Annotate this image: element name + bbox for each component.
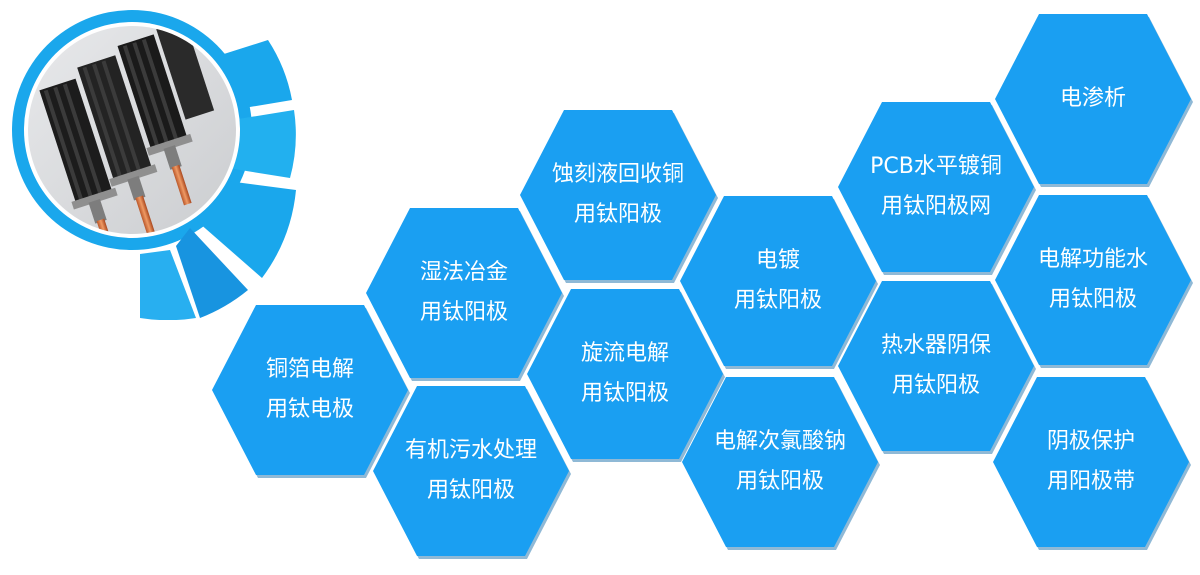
hex-label-line1: 蚀刻液回收铜 <box>551 162 684 187</box>
hex-label-line2: 用钛阳极 <box>426 478 515 503</box>
product-photo-badge <box>0 0 320 321</box>
hex-water-heater-cathodic: 热水器阴保用钛阳极 <box>836 279 1036 454</box>
hex-label-line1: 电渗析 <box>1059 86 1126 111</box>
hex-organic-wastewater: 有机污水处理用钛阳极 <box>371 384 571 559</box>
hex-label-line2: 用阳极带 <box>1046 469 1135 494</box>
hex-label-line2: 用钛阳极 <box>419 300 508 325</box>
hex-swirl-electrolysis: 旋流电解用钛阳极 <box>525 287 725 462</box>
ring-segment-3 <box>198 180 296 278</box>
ring-segment-5 <box>140 250 196 321</box>
hex-label-line1: 旋流电解 <box>580 341 669 366</box>
hex-etching-copper-recovery: 蚀刻液回收铜用钛阳极 <box>518 108 718 283</box>
hex-label-line2: 用钛电极 <box>265 397 354 422</box>
hex-electroplating: 电镀用钛阳极 <box>678 194 878 369</box>
hex-label-line1: 湿法冶金 <box>419 260 508 285</box>
hex-pcb-horizontal-plating: PCB水平镀铜用钛阳极网 <box>836 100 1036 275</box>
hex-sodium-hypochlorite: 电解次氯酸钠用钛阳极 <box>680 375 880 550</box>
hex-label-line1: 热水器阴保 <box>880 333 991 358</box>
hex-label-line2: 用钛阳极 <box>733 288 822 313</box>
hex-label-line1: PCB水平镀铜 <box>870 154 1002 179</box>
hex-label-line2: 用钛阳极 <box>573 202 662 227</box>
product-photo <box>28 26 236 234</box>
hex-label-line2: 用钛阳极 <box>580 381 669 406</box>
hex-copper-foil: 铜箔电解用钛电极 <box>210 303 410 478</box>
hex-label-line2: 用钛阳极 <box>735 469 824 494</box>
hex-label-line1: 有机污水处理 <box>404 438 537 463</box>
ring-segment-4 <box>176 228 248 318</box>
hex-functional-water: 电解功能水用钛阳极 <box>993 193 1193 368</box>
hex-label-line1: 电镀 <box>755 248 800 273</box>
hex-label-line2: 用钛阳极 <box>1048 287 1137 312</box>
hex-label-line2: 用钛阳极网 <box>880 194 991 219</box>
hex-label-line1: 铜箔电解 <box>265 357 354 382</box>
hex-label-line1: 阴极保护 <box>1046 429 1135 454</box>
hex-label-line1: 电解次氯酸钠 <box>713 429 846 454</box>
ring-segment-2 <box>228 110 296 178</box>
hex-cathodic-protection-ribbon: 阴极保护用阳极带 <box>991 375 1191 550</box>
hex-electrodialysis: 电渗析 <box>993 12 1193 187</box>
hex-label-line2: 用钛阳极 <box>891 373 980 398</box>
photo-ring-graphic <box>12 10 296 321</box>
hex-hydrometallurgy: 湿法冶金用钛阳极 <box>364 206 564 381</box>
hex-label-line1: 电解功能水 <box>1037 247 1148 272</box>
